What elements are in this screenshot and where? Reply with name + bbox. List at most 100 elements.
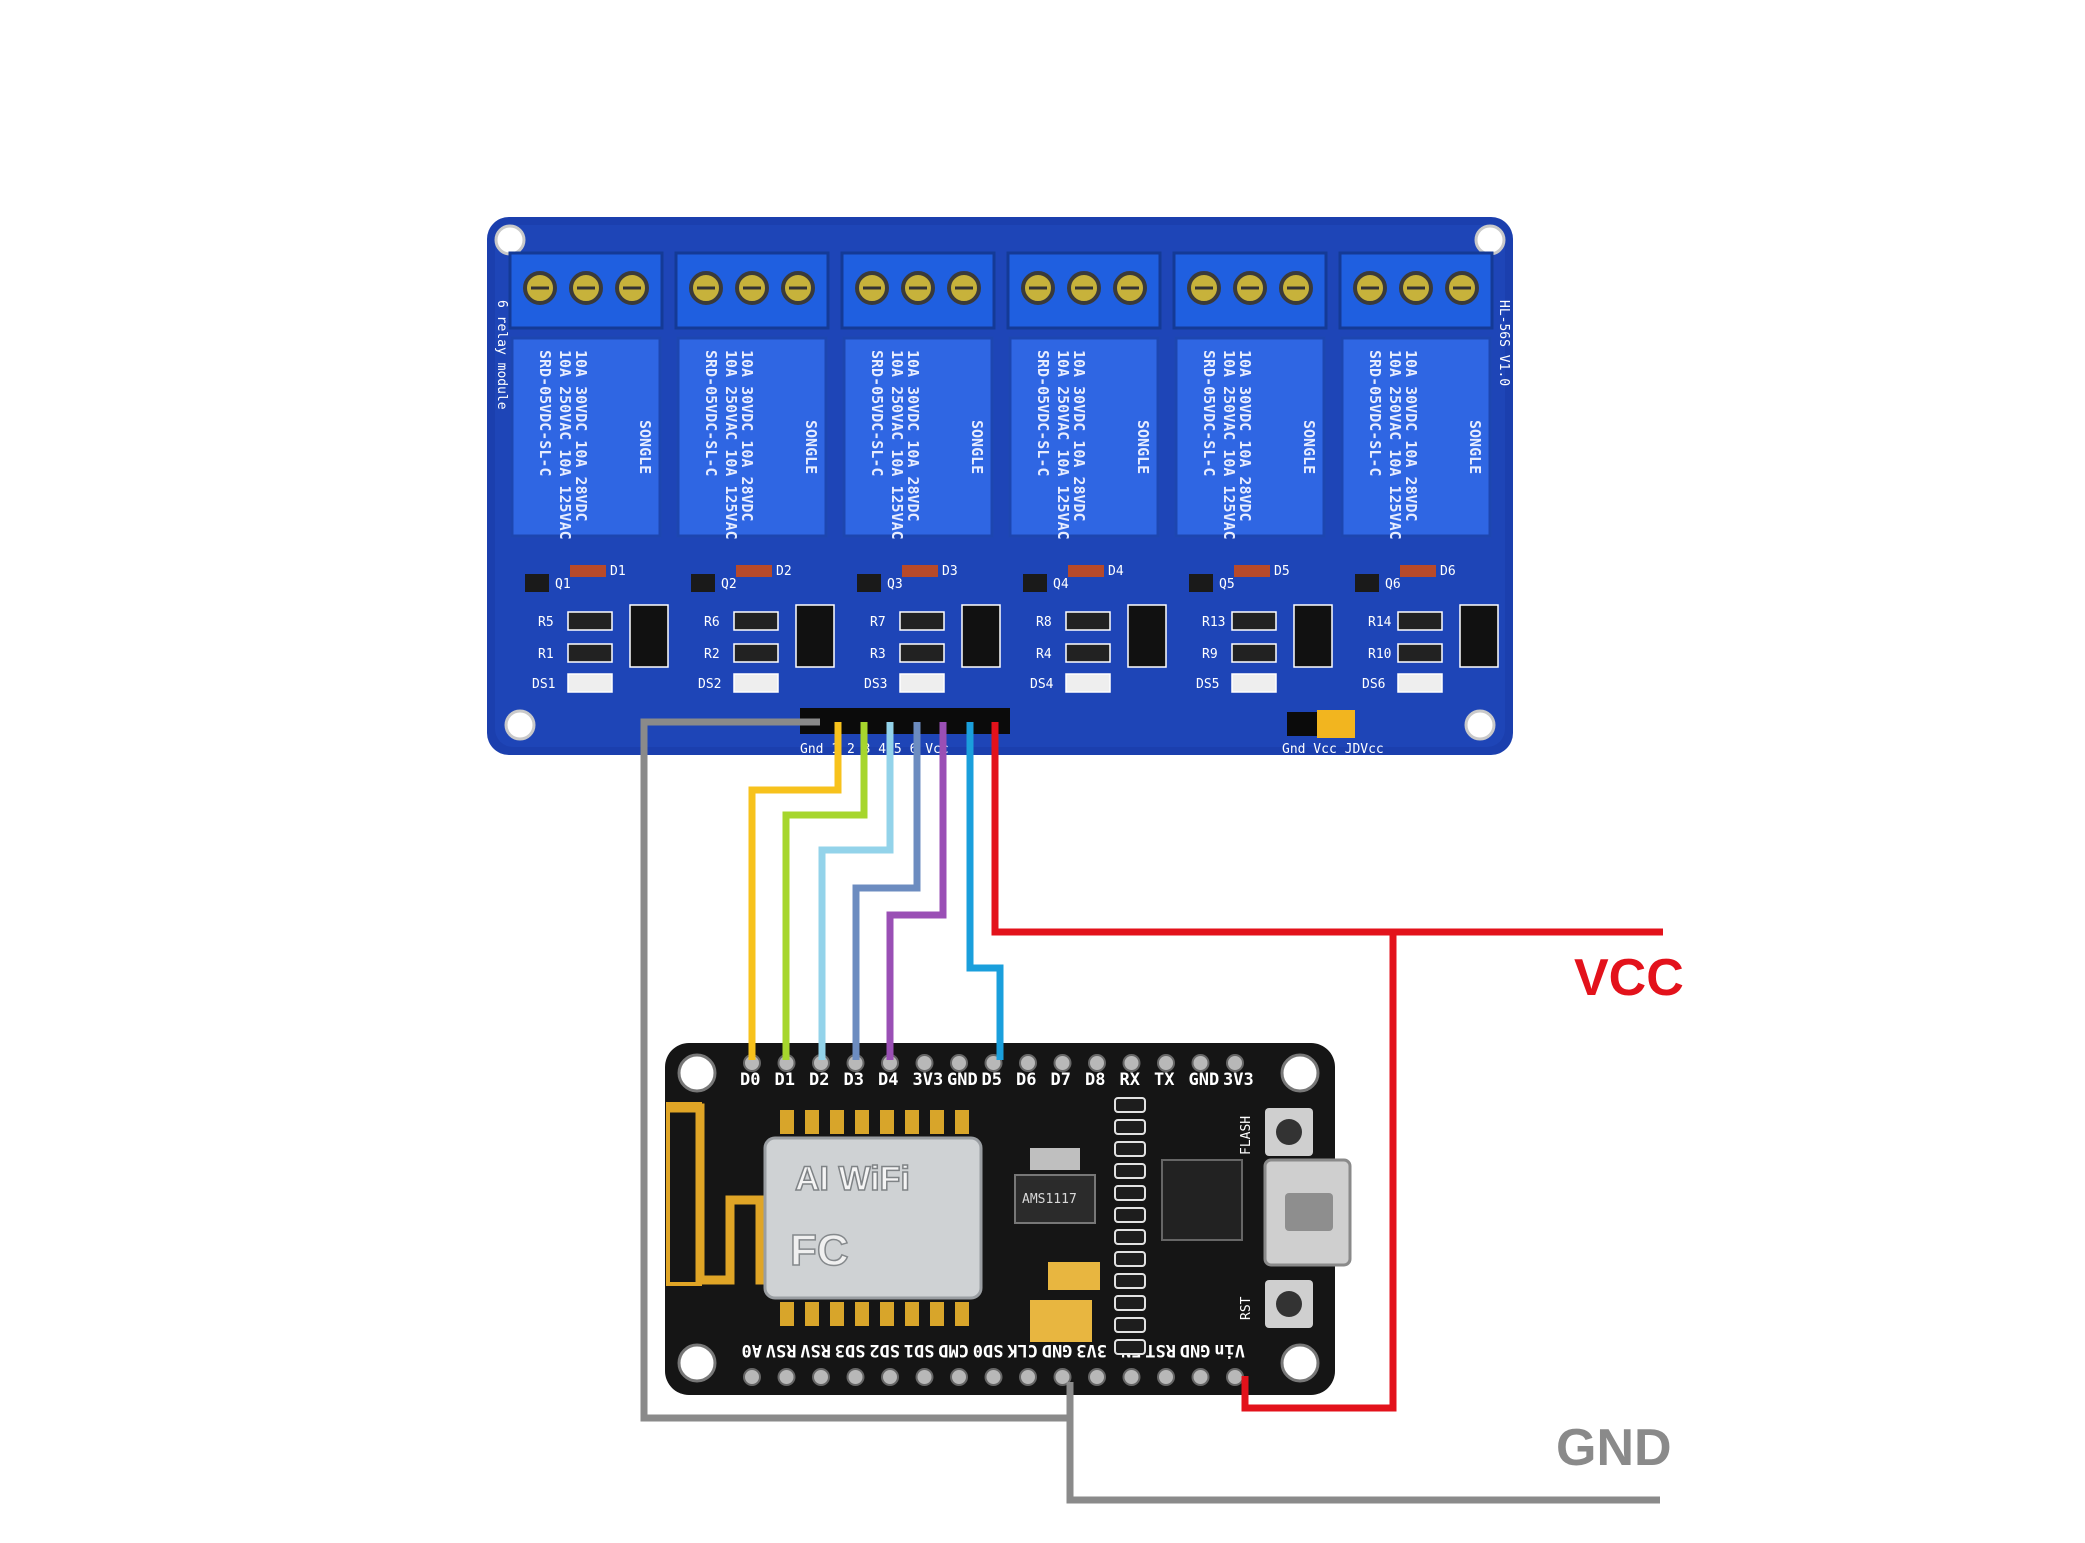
relay-marking: SRD-05VDC-SL-C (536, 350, 554, 476)
resistor-label: R14 (1368, 615, 1392, 630)
relay-rating: 10A 250VAC 10A 125VAC (888, 350, 906, 540)
transistor-label: Q5 (1219, 577, 1235, 592)
resistor-label: R9 (1202, 647, 1218, 662)
diode-label: D6 (1440, 564, 1456, 579)
relay-marking: SRD-05VDC-SL-C (868, 350, 886, 476)
bottom-pin-label: SD1 (904, 1340, 935, 1360)
wire-in5-d4 (886, 722, 947, 1060)
top-pin-label: D0 (740, 1070, 760, 1090)
pin-hole (812, 1368, 830, 1386)
bottom-pin-label: GND (1180, 1340, 1211, 1360)
top-pin-label: RX (1120, 1070, 1141, 1090)
top-pin-label: GND (1189, 1070, 1220, 1090)
wire-vcc-vin (991, 722, 1663, 936)
input-header-label: Gnd 1 2 3 4 5 6 Vcc (800, 742, 949, 757)
wire-in3-d2 (818, 722, 894, 1060)
wire-in2-d1 (782, 722, 868, 1060)
resistor-label: R2 (704, 647, 720, 662)
wires (640, 718, 1663, 1504)
relay-rating-dc: 10A 30VDC 10A 28VDC (1070, 350, 1088, 522)
bottom-pin-label: GND (1042, 1340, 1073, 1360)
wire-gnd (640, 718, 1074, 1422)
optocoupler (1127, 604, 1167, 668)
top-pin-label: D2 (809, 1070, 829, 1090)
relay-module: 6 relay module HL-56S V1.0 SRD-05VDC-SL-… (487, 217, 1513, 757)
bottom-pin-label: RSV (766, 1340, 797, 1360)
relay-rating-dc: 10A 30VDC 10A 28VDC (572, 350, 590, 522)
resistor-label: R13 (1202, 615, 1225, 630)
resistor-label: R4 (1036, 647, 1052, 662)
top-pin-label: D4 (878, 1070, 898, 1090)
led-label: DS2 (698, 677, 721, 692)
relay-body (510, 336, 662, 538)
bottom-pin-label: RSV (800, 1340, 831, 1360)
pin-hole (1019, 1054, 1037, 1072)
optocoupler (795, 604, 835, 668)
relay-rating: 10A 250VAC 10A 125VAC (1054, 350, 1072, 540)
pin-hole (915, 1368, 934, 1386)
bottom-pin-label: SD0 (973, 1340, 1004, 1360)
relay-marking: SRD-05VDC-SL-C (1034, 350, 1052, 476)
bottom-pin-label: CLK (1007, 1340, 1038, 1360)
led-label: DS4 (1030, 677, 1054, 692)
optocoupler (1293, 604, 1333, 668)
relay-body (1340, 336, 1492, 538)
top-pin-label: GND (947, 1070, 978, 1090)
diode-label: D2 (776, 564, 792, 579)
relay-rating: 10A 250VAC 10A 125VAC (556, 350, 574, 540)
diode-label: D1 (610, 564, 626, 579)
relay-marking: SRD-05VDC-SL-C (702, 350, 720, 476)
flash-button-label: FLASH (1239, 1116, 1254, 1155)
optocoupler (961, 604, 1001, 668)
resistor-label: R8 (1036, 615, 1052, 630)
resistor-label: R5 (538, 615, 554, 630)
pin-hole (1122, 1054, 1141, 1072)
pin-hole (1122, 1368, 1141, 1386)
bottom-pin-label: CMD (938, 1340, 969, 1360)
resistor-label: R1 (538, 647, 554, 662)
wire-in4-d3 (852, 722, 921, 1060)
pin-hole (1226, 1368, 1244, 1386)
pin-hole (950, 1368, 968, 1386)
top-pin-label: D7 (1051, 1070, 1071, 1090)
relay-body (1008, 336, 1160, 538)
led-label: DS3 (864, 677, 887, 692)
transistor-label: Q6 (1385, 577, 1401, 592)
led-label: DS5 (1196, 677, 1219, 692)
relay-brand: SONGLE (802, 420, 820, 474)
pin-hole (950, 1054, 968, 1072)
diode-label: D3 (942, 564, 958, 579)
pin-hole (1053, 1054, 1072, 1072)
jumper-header-label: Gnd Vcc JDVcc (1282, 742, 1384, 757)
pin-hole (1053, 1368, 1072, 1386)
pin-hole (777, 1368, 796, 1386)
relay-rating-dc: 10A 30VDC 10A 28VDC (1236, 350, 1254, 522)
resistor-label: R3 (870, 647, 886, 662)
relay-rating: 10A 250VAC 10A 125VAC (1386, 350, 1404, 540)
regulator-label: AMS1117 (1022, 1192, 1077, 1207)
pin-hole (1191, 1054, 1210, 1072)
relay-brand: SONGLE (1466, 420, 1484, 474)
bottom-pin-label: RST (1145, 1340, 1176, 1360)
transistor-label: Q1 (555, 577, 571, 592)
esp-fc-mark: FC (790, 1226, 849, 1275)
diode-label: D4 (1108, 564, 1124, 579)
relay-body (1174, 336, 1326, 538)
relay-marking: SRD-05VDC-SL-C (1200, 350, 1218, 476)
pin-hole (915, 1054, 934, 1072)
relay-marking: SRD-05VDC-SL-C (1366, 350, 1384, 476)
top-pin-label: 3V3 (1223, 1070, 1254, 1090)
transistor-label: Q2 (721, 577, 737, 592)
pin-hole (1088, 1368, 1106, 1386)
led-label: DS6 (1362, 677, 1385, 692)
relay-rating: 10A 250VAC 10A 125VAC (722, 350, 740, 540)
rst-button-label: RST (1239, 1296, 1254, 1320)
top-pin-label: D6 (1016, 1070, 1036, 1090)
bottom-pin-label: Vin (1214, 1340, 1245, 1360)
resistor-label: R10 (1368, 647, 1391, 662)
relay-module-version-text: HL-56S V1.0 (1496, 300, 1511, 386)
